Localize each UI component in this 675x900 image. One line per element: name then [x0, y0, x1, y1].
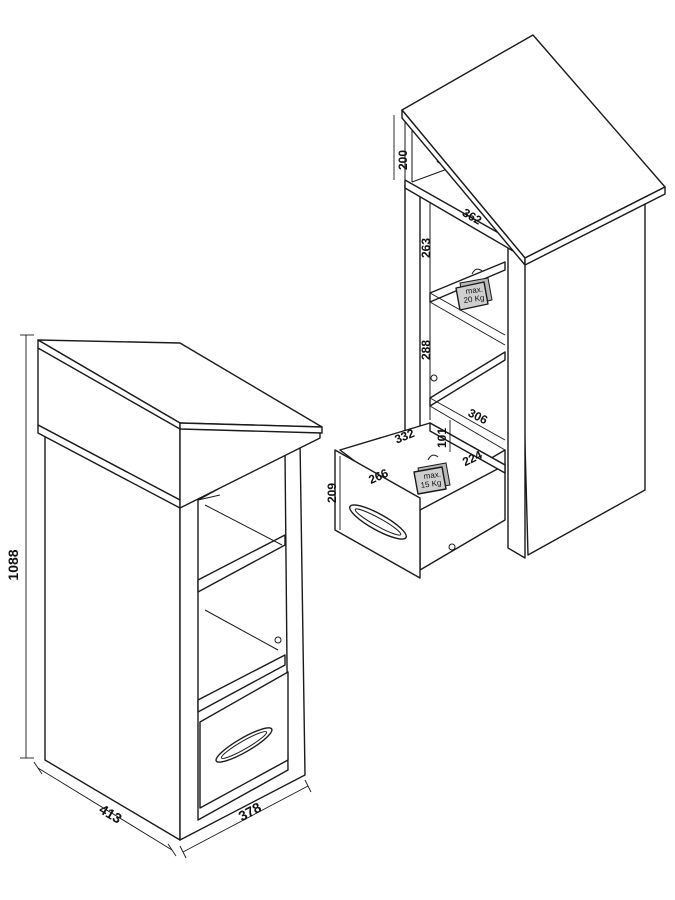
- label-shelf-lower: 288: [419, 340, 433, 360]
- drawer-weight-line2: 15 Kg: [420, 478, 442, 490]
- dimension-top-section: 200: [393, 115, 410, 180]
- cabinet-shelf-upper: [197, 534, 286, 593]
- dimension-shelf-lower: 288: [419, 340, 433, 360]
- shelf-weight-line1: max.: [465, 285, 483, 296]
- drawer-weight-line1: max.: [423, 470, 441, 481]
- open-drawer-back: [429, 422, 506, 474]
- open-cabinet-view: [334, 34, 666, 579]
- open-drawer-handle: [349, 504, 407, 540]
- label-drawer-front-height: 209: [325, 483, 339, 503]
- label-drawer-inner-height: 101: [435, 428, 449, 448]
- dimension-shelf-upper: 263: [419, 238, 433, 258]
- open-shelf-lower: [429, 351, 506, 407]
- dimension-drawer-inner-height: 101: [435, 420, 451, 452]
- weight-bag-drawer-icon: max. 15 Kg: [413, 454, 451, 495]
- label-top-section: 200: [396, 150, 410, 170]
- weight-bag-shelf-icon: max. 20 Kg: [455, 268, 493, 311]
- label-height-total: 1088: [5, 549, 21, 580]
- closed-cabinet-view: [37, 339, 323, 841]
- front-right-post: [507, 244, 526, 559]
- dimension-shelf-depth: 306: [466, 406, 490, 428]
- dimension-height-total: 1088: [5, 334, 34, 759]
- cabinet-shelf-lower: [197, 654, 286, 713]
- drawer-handle: [215, 727, 273, 763]
- front-left-post: [404, 184, 421, 451]
- label-shelf-upper: 263: [419, 238, 433, 258]
- shelf-weight-line2: 20 Kg: [463, 293, 485, 305]
- label-shelf-depth: 306: [466, 406, 490, 428]
- dimension-drawer-front-height: 209: [325, 456, 341, 530]
- shelf-pin-hole: [274, 636, 282, 644]
